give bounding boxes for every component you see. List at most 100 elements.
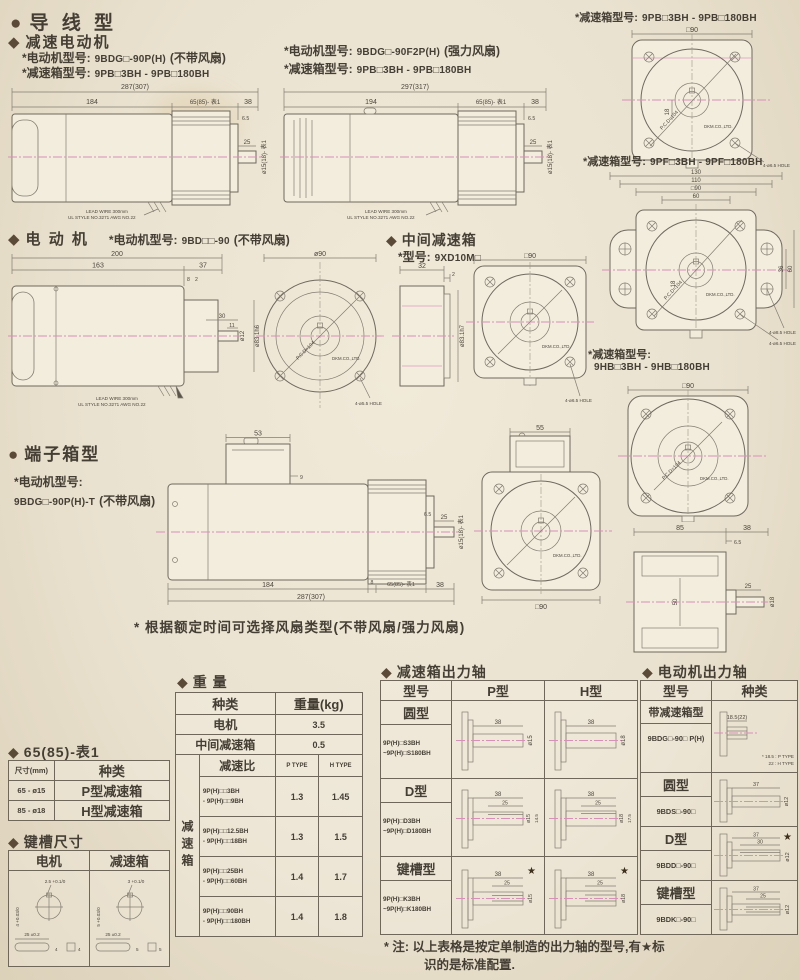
dim-shaft-diameter: ø15(18)- 表1	[546, 139, 554, 174]
h-round-cell: 38 ø18	[544, 700, 638, 779]
pf-flange-model-line: *减速箱型号: 9PF□3BH - 9PF□180BH	[583, 156, 763, 168]
hb-flange-front-drawing: □90 P.C.D=104 DKM.CO.,LTD.	[618, 383, 766, 522]
d-shaft-cell: ★ 37 30 ø12	[711, 826, 798, 881]
geared-shaft-drawing: 18.5(22) * 18.5 : P TYPE 22 : H TYPE	[714, 711, 794, 766]
col-kind: 种类	[175, 692, 276, 715]
dim-total: 287(307)	[297, 594, 325, 601]
hb-side-drawing: 85 38 6.5 50 25 ø18	[626, 525, 776, 653]
svg-text:5 +0.03/0: 5 +0.03/0	[96, 906, 101, 926]
shaft-keyway-h-drawing: ★ 38 25 ø18	[549, 866, 629, 928]
svg-text:30: 30	[757, 839, 763, 845]
midgearbox-weight: 0.5	[274, 734, 364, 755]
col-gearbox: 减速箱	[88, 850, 170, 871]
svg-text:ø15: ø15	[526, 813, 532, 822]
svg-text:25: 25	[760, 893, 766, 899]
order-note: * 注: 以上表格是按定单制造的出力轴的型号,有★标 识的是标准配置.	[384, 940, 665, 973]
p-round-cell: 38 ø15	[451, 700, 546, 779]
diamond-bullet-icon: ◆	[8, 34, 22, 51]
dim-8: 8	[187, 277, 190, 283]
motor-weight: 3.5	[274, 714, 364, 735]
p-dtype-cell: 38 25 ø15 14.5	[451, 778, 546, 857]
dimension-lines	[399, 266, 451, 282]
dim-36: 36	[779, 265, 785, 272]
dim-hub: 18	[665, 108, 671, 115]
gearbox-group-label: 减速箱	[175, 754, 200, 937]
brand-label: DKM.CO.,LTD.	[542, 344, 571, 349]
dim-shaft-diameter: ø15(18)- 表1	[260, 139, 268, 174]
dim-shaft-length: 25	[745, 584, 752, 590]
mid-gearbox-model-line: *型号: 9XD10M□	[398, 250, 482, 264]
svg-text:* 18.5 : P TYPE: * 18.5 : P TYPE	[762, 754, 794, 759]
leadwire-gearmotor-side-drawing: 287(307) 184 65(85)- 表1 38 6.5 25 ø15(18…	[8, 84, 268, 220]
diamond-bullet-icon: ◆	[177, 674, 189, 690]
svg-text:ø18: ø18	[619, 813, 625, 822]
dim-tail: 38	[531, 99, 539, 106]
svg-text:37: 37	[753, 782, 759, 788]
dimension-lines	[263, 254, 377, 262]
diamond-bullet-icon: ◆	[8, 834, 20, 850]
col-p-type: P型	[451, 680, 546, 701]
keyway-motor-drawing: 4 +0.03/0 2.5 +0.1/0 25 ±0.2 4 4	[14, 879, 81, 952]
motor-side-drawing: 200 163 37 8 2 30 11 ø12 ø83.1h6 LEAD WI…	[8, 251, 260, 407]
svg-text:38: 38	[495, 872, 502, 878]
col-h-type: H型	[544, 680, 638, 701]
d-shaft-drawing: ★ 37 30 ø12	[714, 832, 792, 876]
motor-front-drawing: ø90 P.C.D=104 DKM.CO.,LTD. 4-ø5.5 HOLE	[256, 251, 384, 408]
hole85-note: 4-ø8.5 HOLE	[769, 330, 796, 335]
dim-box: 53	[254, 431, 262, 438]
lead-wire-note: LEAD WIRE 300mm	[96, 396, 138, 401]
dim-2: 2	[195, 277, 198, 283]
motor-body	[11, 110, 257, 206]
brand-label: DKM.CO.,LTD.	[332, 356, 361, 361]
keyway-shaft-cell: 37 25 ø12	[711, 880, 798, 935]
diamond-bullet-icon: ◆	[386, 232, 398, 248]
fan-gearmotor-side-drawing: 297(317) 194 65(85)- 表1 38 6.5 25 ø15(18…	[280, 84, 554, 220]
dim-step: 6.5	[424, 512, 431, 518]
svg-text:5: 5	[136, 947, 139, 952]
keyway-gearbox-cell: 5 +0.03/0 3 +0.1/0 25 ±0.2 5 5	[88, 870, 170, 967]
dim-2: 2	[452, 272, 455, 278]
terminal-motor-front-drawing: 55 DKM.CO.,LTD. □90	[474, 425, 612, 611]
pcd-label: P.C.D=104	[295, 340, 316, 361]
dim-tail: 38	[436, 582, 444, 589]
lead-wires	[425, 201, 449, 216]
terminal-box	[509, 432, 571, 473]
svg-text:25 ±0.2: 25 ±0.2	[105, 932, 121, 937]
h-keyway-cell: ★ 38 25 ø18	[544, 856, 638, 935]
svg-text:37: 37	[753, 832, 759, 838]
keyway-gearbox-drawing: 5 +0.03/0 3 +0.1/0 25 ±0.2 5 5	[95, 879, 162, 952]
dim-body: 184	[86, 99, 98, 106]
dimension-lines	[633, 528, 769, 544]
round-shaft-drawing: 37 ø12	[714, 779, 790, 822]
dim-shaft-length: 25	[441, 515, 448, 521]
bottom-stub	[689, 329, 703, 339]
dim-gearcase: 65(85)- 表1	[190, 98, 221, 106]
dim-gearcase: 65(85)- 表1	[387, 580, 415, 588]
dim-step: 6.5	[734, 540, 741, 546]
dim-9: 9	[300, 475, 303, 481]
bottom-stub	[681, 515, 695, 522]
svg-text:38: 38	[588, 792, 595, 798]
bottom-dims	[167, 583, 455, 605]
dimension-lines	[283, 88, 547, 120]
dim-box: 55	[536, 425, 544, 432]
motorshaft-title: ◆电动机出力轴	[642, 664, 748, 680]
dim-step: 6.5	[242, 116, 249, 122]
terminal-section-header: ●端子箱型 *电动机型号: 9BDG□-90P(H)-T(不带风扇)	[8, 445, 156, 508]
svg-text:4: 4	[55, 947, 58, 952]
right-dims	[785, 230, 795, 308]
dim-tail: 38	[743, 525, 751, 532]
svg-text:3 +0.1/0: 3 +0.1/0	[127, 879, 144, 884]
dim-diameter: ø83.1h7	[460, 324, 466, 347]
svg-text:ø15: ø15	[528, 734, 534, 745]
shaft-d-p-drawing: 38 25 ø15 14.5	[456, 789, 539, 848]
hole-note: 4-ø5.5 HOLE	[355, 401, 382, 406]
col-kind: 种类	[711, 680, 798, 701]
shaft-keyway-p-drawing: ★ 38 25 ø15	[456, 866, 536, 928]
brand-label: DKM.CO.,LTD.	[706, 292, 735, 297]
lead-gearbox-model-line: *减速箱型号: 9PB□3BH - 9PB□180BH	[22, 66, 210, 80]
dim-width: 32	[418, 263, 426, 270]
